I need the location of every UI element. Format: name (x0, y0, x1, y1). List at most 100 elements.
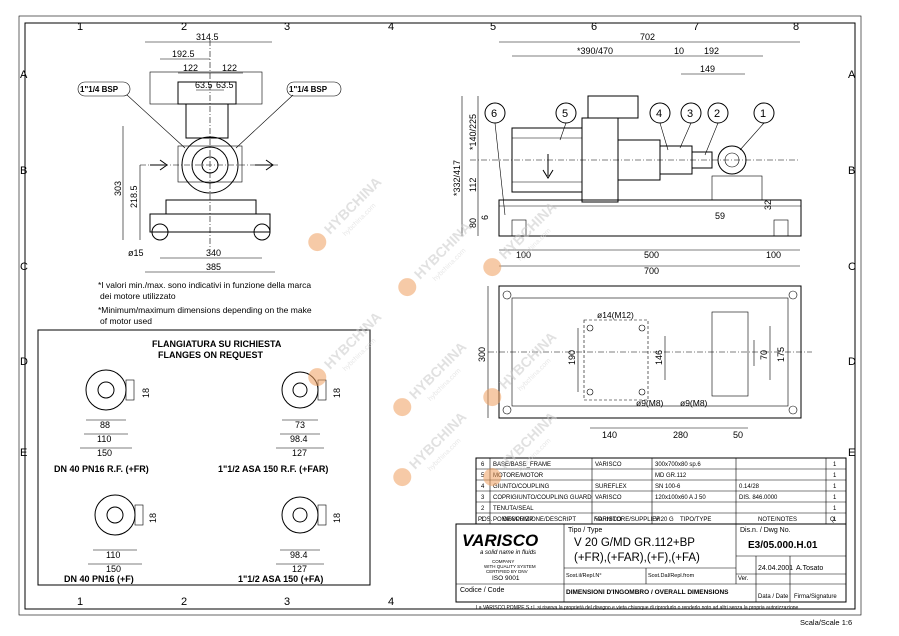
header-note: NOTE/NOTES (758, 517, 797, 523)
dim-146: 146 (654, 350, 664, 365)
certified-label: CERTIFIED BY DNV (486, 569, 528, 574)
corner-hole-tr (788, 290, 798, 300)
quality-label: WITH QUALITY SYSTEM (484, 564, 536, 569)
grid-col-2: 2 (181, 21, 187, 33)
parts-cell-pos: 4 (481, 484, 485, 490)
watermark-logo-icon (398, 278, 417, 297)
parts-cell-qty: 1 (833, 484, 837, 490)
pump-foot (165, 199, 257, 215)
inlet-arrow-icon (150, 159, 168, 171)
watermark-logo-icon (308, 368, 327, 387)
grid-row-c-right: C (848, 261, 856, 273)
ver-label: Ver. (738, 576, 749, 582)
copyright-notice: La VARISCO POMPE S.r.l. si riserva la pr… (476, 605, 799, 611)
header-desc: DESCRIZIONE/DESCRIPT (503, 517, 576, 523)
title-block-frame (455, 523, 847, 603)
flange-1-dim-b-text: 110 (97, 434, 111, 444)
side-view (461, 41, 802, 267)
note-en-line2: of motor used (100, 316, 152, 326)
dim-149: 149 (700, 64, 715, 74)
port-right-label: 1"1/4 BSP (289, 85, 328, 94)
flange-2-dim-a-text: 73 (295, 420, 305, 430)
note-it-line2: dei motore utilizzato (100, 291, 176, 301)
dim-390: *390/470 (577, 46, 613, 56)
watermark-logo-icon (393, 398, 412, 417)
grid-column-labels-top: 1 2 3 4 5 6 7 8 (77, 21, 799, 33)
grid-col-1: 1 (77, 21, 83, 33)
grid-col-2-bottom: 2 (181, 596, 187, 608)
dim-300: 300 (477, 347, 487, 362)
parts-cell-pos: 2 (481, 506, 485, 512)
dis-label: Dis.n. / Dwg No. (740, 527, 791, 534)
tipo-line1: V 20 G/MD GR.112+BP (574, 537, 695, 549)
dim-6: 6 (480, 215, 490, 220)
motor-hole-2 (638, 324, 646, 332)
balloon-1-text: 1 (760, 108, 766, 120)
dim-100-left: 100 (516, 250, 531, 260)
watermark-4: HYBCHINA hybchina.com (308, 309, 384, 387)
balloon-5-text: 5 (562, 108, 568, 120)
flange-4-bore (292, 507, 308, 523)
parts-cell-desc: MOTORE/MOTOR (493, 473, 544, 479)
dim-112: 112 (468, 178, 478, 192)
flanges-labels: FLANGIATURA SU RICHIESTA FLANGES ON REQU… (54, 339, 342, 584)
note-it-line1: *I valori min./max. sono indicativi in f… (98, 280, 311, 290)
flange-1-dim-a-text: 88 (100, 420, 110, 430)
flange-4-label: 1"1/2 ASA 150 (+FA) (238, 574, 323, 584)
grid-col-3: 3 (284, 21, 290, 33)
flange-1-side-text: 18 (141, 388, 151, 398)
pump-footprint (711, 311, 749, 397)
balloon-6-leader (494, 122, 506, 216)
dim-80: 80 (468, 218, 478, 228)
flange-2-dim-b-text: 98.4 (290, 434, 308, 444)
watermark-logo-icon (393, 468, 412, 487)
dim-303: 303 (113, 181, 123, 196)
grid-col-7: 7 (693, 21, 699, 33)
motor-hole-4 (638, 388, 646, 396)
parts-cell-qty: 1 (833, 506, 837, 512)
dim-192: 192.5 (172, 49, 195, 59)
dim-63-left: 63.5 (195, 80, 213, 90)
description-label: DIMENSIONI D'INGOMBRO / OVERALL DIMENSIO… (566, 589, 729, 596)
dim-100-right: 100 (766, 250, 781, 260)
port-left-leader (126, 94, 186, 149)
watermark-logo-icon (483, 468, 502, 487)
parts-cell-desc: TENUTA/SEAL (493, 506, 534, 512)
parts-cell-qty: 1 (833, 517, 837, 523)
parts-cell-desc: BASE/BASE_FRAME (493, 462, 551, 468)
flange-2-dim-c-text: 127 (292, 448, 307, 458)
sheet-border (24, 22, 856, 610)
dim-500: 500 (644, 250, 659, 260)
balloon-3-text: 3 (687, 108, 693, 120)
balloon-2-leader (704, 122, 719, 156)
grid-row-labels: A B C D E A B C D E (20, 69, 856, 459)
side-view-labels: 702 *390/470 10 192 149 *332/417 *140/22… (452, 32, 781, 276)
flange-4-body (281, 496, 319, 534)
corner-hole-br (788, 405, 798, 415)
grid-row-d-right: D (848, 356, 856, 368)
dim-70: 70 (759, 350, 769, 360)
title-block-text: VARISCO a solid name in fluids COMPANY W… (460, 527, 852, 627)
parts-cell-desc: POMPA/PUMP (493, 517, 533, 523)
sost-da-label: Sost.il/Repl.N° (566, 573, 602, 579)
pump-flange-frame (177, 145, 243, 183)
parts-cell-note: DIS. 846.0000 (739, 495, 778, 501)
dim-140-plan: 140 (602, 430, 617, 440)
rotation-arrow-icon (542, 154, 554, 179)
watermark-logo-icon (483, 258, 502, 277)
corner-hole-bl (502, 405, 512, 415)
motor-terminal-box (587, 95, 639, 119)
watermark-6: HYBCHINA hybchina.com (483, 329, 559, 407)
parts-cell-type: V 20 G (655, 517, 674, 523)
brand-logo: VARISCO (462, 531, 538, 550)
front-view-labels: 314.5 192.5 122 122 63.5 63.5 1"1/4 BSP … (80, 32, 328, 272)
parts-cell-qty: 1 (833, 473, 837, 479)
parts-cell-type: 120x100x60 A J 50 (655, 495, 706, 501)
parts-cell-supplier: VARISCO (595, 517, 622, 523)
tipo-line2: (+FR),(+FAR),(+F),(+FA) (574, 552, 700, 564)
watermark-logo-icon (483, 388, 502, 407)
balloon-5-leader (559, 122, 567, 141)
parts-cell-type: 300x700x80 sp.6 (655, 462, 701, 468)
dim-702: 702 (640, 32, 655, 42)
